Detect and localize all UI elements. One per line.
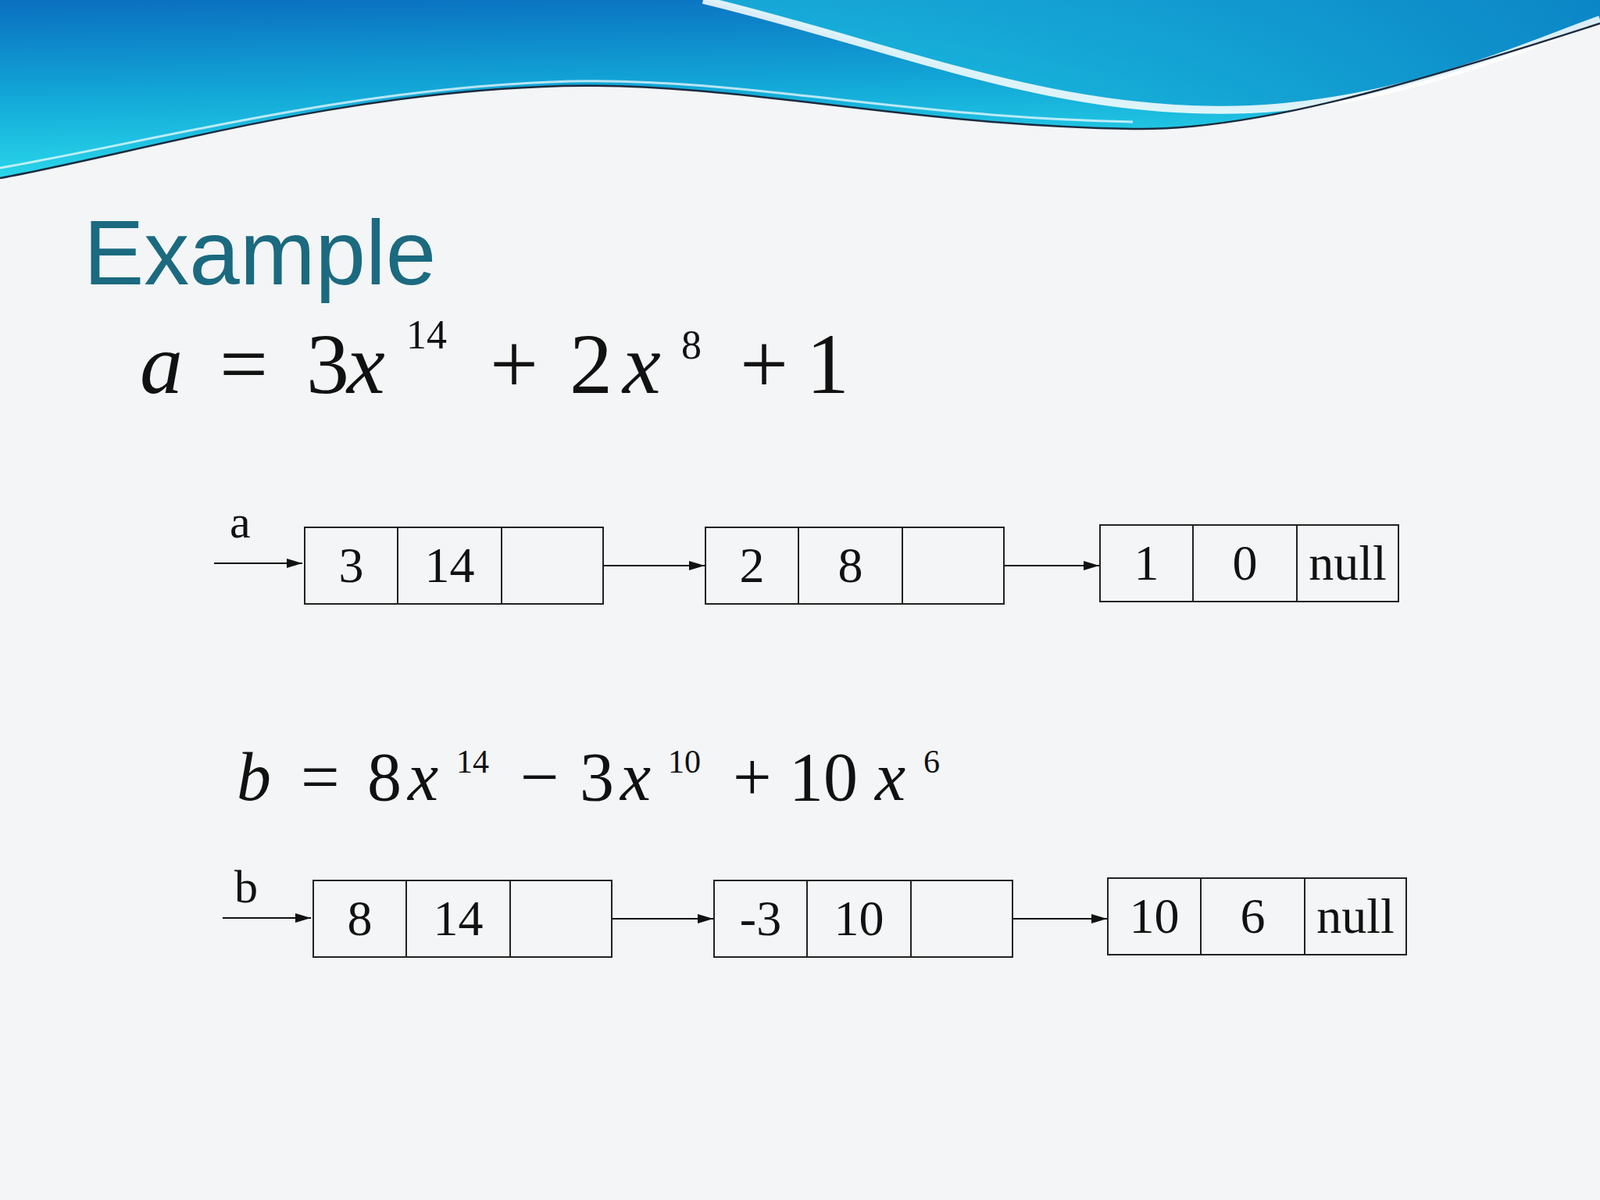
data-cell: 1 (1100, 525, 1194, 601)
node-value: 10 (1129, 891, 1180, 942)
equation-term: 3 (306, 321, 350, 408)
data-cell: 2 (706, 528, 800, 604)
equation-term: 6 (923, 745, 940, 779)
data-cell: 14 (398, 528, 503, 604)
equation-term: 1 (806, 321, 850, 408)
data-cell: 10 (1108, 878, 1202, 954)
node-value: 0 (1232, 538, 1258, 589)
equation-term: x (622, 321, 661, 408)
equation-term: 3 (579, 742, 615, 812)
link-arrow (1004, 564, 1100, 567)
pointer-cell: null (1297, 525, 1398, 601)
pointer-cell (502, 528, 603, 604)
equation-term: b (236, 742, 272, 812)
equation-term: − (520, 742, 560, 812)
equation-term: = (219, 321, 268, 408)
node-value: 1 (1134, 538, 1160, 589)
link-arrow (612, 917, 714, 920)
data-cell: 14 (407, 881, 511, 957)
pointer-cell: null (1305, 878, 1406, 954)
node-value: -3 (739, 893, 782, 944)
equation-term: 8 (681, 325, 702, 366)
pointer-cell (510, 881, 611, 957)
node-value: 2 (739, 540, 765, 591)
equation-term: 2 (569, 321, 613, 408)
equation-term: 14 (456, 745, 490, 779)
list-node: 10 6 null (1107, 877, 1408, 956)
list-node: 8 14 (312, 879, 613, 958)
page-title: Example (83, 207, 436, 299)
data-cell: 0 (1193, 525, 1298, 601)
equation-term: x (620, 742, 651, 812)
node-value: 3 (339, 540, 365, 591)
link-arrow (603, 564, 705, 567)
equation-term: a (139, 321, 183, 408)
equation-term: x (875, 742, 906, 812)
equation-term: 10 (667, 745, 701, 779)
data-cell: 8 (314, 881, 408, 957)
list-node: 3 14 (303, 526, 604, 605)
node-value: 6 (1240, 891, 1266, 942)
data-cell: 10 (807, 881, 912, 957)
equation-term: 14 (406, 314, 447, 356)
node-value: 14 (425, 540, 475, 591)
equation-term: x (346, 321, 386, 408)
pointer-cell (903, 528, 1004, 604)
list-node: 28 (704, 526, 1005, 605)
list-node: 1 0 null (1099, 524, 1400, 603)
node-value: 8 (347, 893, 373, 944)
node-value: 10 (834, 893, 885, 944)
data-cell: 6 (1201, 878, 1306, 954)
equation-term: + (739, 321, 789, 408)
node-value: null (1316, 891, 1395, 942)
pointer-cell (911, 881, 1012, 957)
equation-term: + (489, 321, 539, 408)
head-pointer-arrow (222, 917, 311, 919)
head-pointer-arrow (214, 562, 303, 565)
equation-term: x (407, 742, 439, 812)
list-node: -3 10 (713, 879, 1014, 958)
pointer-label: a (229, 498, 251, 546)
data-cell: -3 (714, 881, 808, 957)
data-cell: 3 (305, 528, 399, 604)
pointer-label: b (234, 863, 258, 911)
equation-term: 8 (367, 742, 402, 812)
equation-term: = (300, 742, 340, 812)
data-cell: 8 (799, 528, 904, 604)
node-value: 14 (433, 893, 484, 944)
equation-term: + (732, 742, 772, 812)
node-value: 8 (838, 540, 864, 591)
node-value: null (1308, 538, 1387, 589)
link-arrow (1013, 917, 1108, 920)
equation-term: 10 (789, 742, 858, 812)
